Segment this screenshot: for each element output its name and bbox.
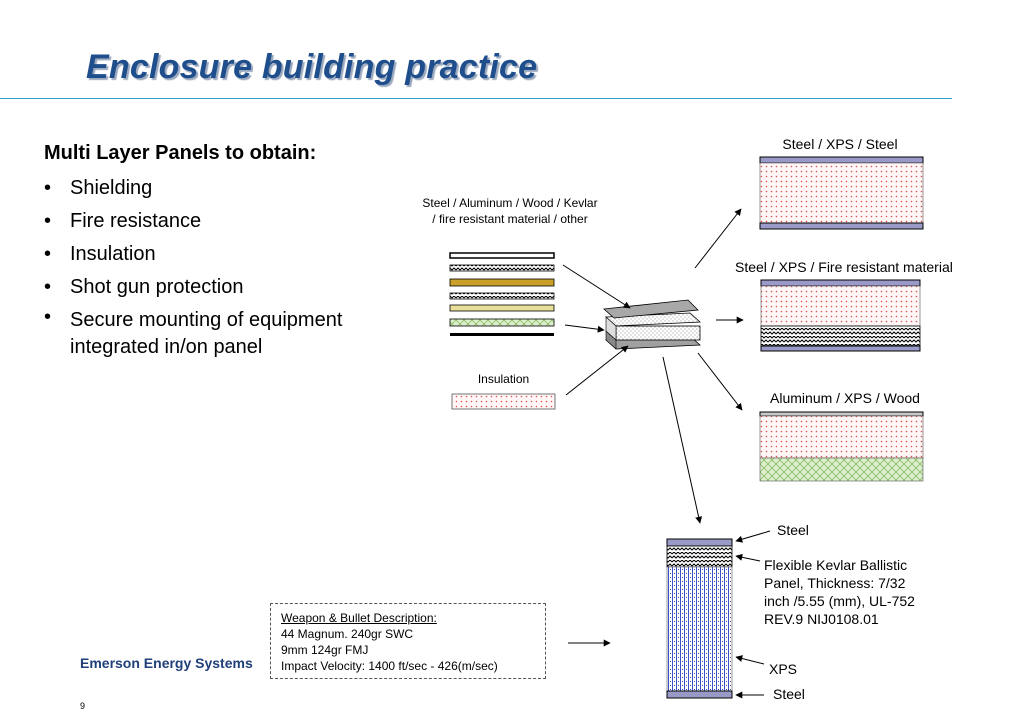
ballistic-steel-top-label: Steel (777, 522, 809, 538)
list-item: •Shot gun protection (44, 271, 430, 304)
bullet-glyph: • (44, 276, 52, 298)
list-item: •Insulation (44, 238, 430, 271)
ballistic-xps-label: XPS (769, 661, 798, 677)
weapon-heading: Weapon & Bullet Description: (281, 611, 437, 625)
layered-panel-3d (603, 299, 701, 350)
list-item: •Fire resistance (44, 205, 430, 238)
bullet-glyph: • (44, 306, 52, 328)
weapon-description-box: Weapon & Bullet Description: 44 Magnum. … (270, 603, 546, 679)
ballistic-steel-bottom-label: Steel (773, 686, 805, 702)
panel-3-label: Aluminum / XPS / Wood (770, 390, 920, 406)
page-title: Enclosure building practice (86, 48, 538, 86)
panel-1-label: Steel / XPS / Steel (782, 136, 898, 152)
weapon-line: 9mm 124gr FMJ (281, 643, 369, 657)
list-item: •Shielding (44, 172, 430, 205)
panel-2-label: Steel / XPS / Fire resistant material (735, 259, 953, 275)
insulation-swatch (451, 393, 556, 410)
footer-company: Emerson Energy Systems (80, 655, 253, 671)
insulation-label: Insulation (477, 372, 530, 386)
panel-aluminum-xps-wood (759, 411, 924, 482)
list-item: •Secure mounting of equipment integrated… (44, 306, 343, 358)
bullet-glyph: • (44, 243, 52, 265)
layers-label: Steel / Aluminum / Wood / Kevlar / fire … (422, 196, 598, 226)
page-number: 9 (80, 701, 86, 711)
intro-heading: Multi Layer Panels to obtain: (44, 142, 317, 164)
bullet-list: •Shielding •Fire resistance •Insulation … (44, 172, 430, 361)
material-layers (449, 252, 555, 336)
ballistic-kevlar-label: Flexible Kevlar Ballistic Panel, Thickne… (764, 557, 915, 627)
bullet-glyph: • (44, 210, 52, 232)
weapon-line: 44 Magnum. 240gr SWC (281, 627, 414, 641)
panel-steel-xps-fire (760, 279, 921, 352)
panel-steel-xps-steel (759, 156, 924, 230)
weapon-line: Impact Velocity: 1400 ft/sec - 426(m/sec… (281, 659, 498, 673)
title-divider (0, 98, 952, 99)
bullet-glyph: • (44, 177, 52, 199)
ballistic-panel (666, 538, 733, 699)
